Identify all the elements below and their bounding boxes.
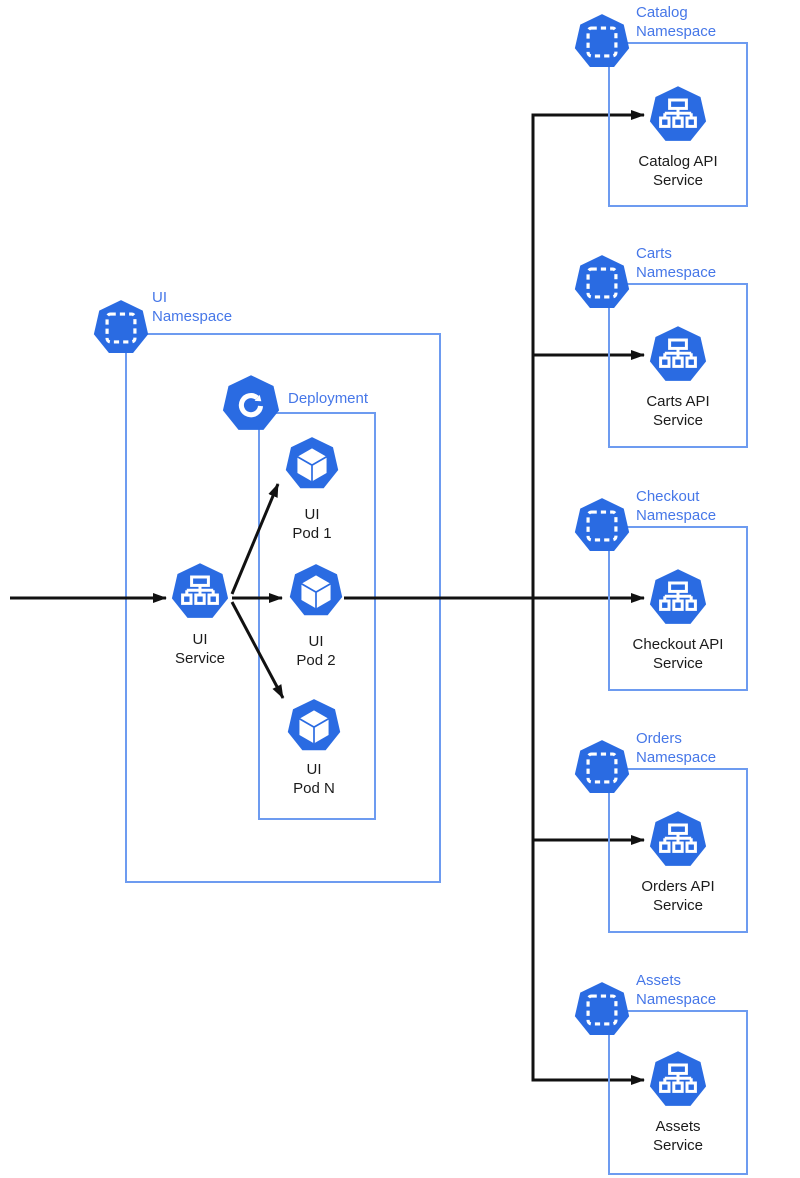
pod-icon	[288, 563, 344, 619]
namespace-box-orders	[608, 768, 748, 933]
ui-namespace-label: UI Namespace	[152, 289, 233, 325]
service-label-orders: Orders API Service	[641, 878, 715, 914]
service-label-carts: Carts API Service	[646, 393, 710, 429]
namespace-box-carts	[608, 283, 748, 448]
namespace-icon	[573, 981, 631, 1039]
service-icon	[170, 562, 230, 622]
namespace-label-catalog: Catalog Namespace	[636, 4, 717, 40]
namespace-icon	[92, 299, 150, 357]
namespace-box-catalog	[608, 42, 748, 207]
namespace-label-checkout: Checkout Namespace	[636, 488, 717, 524]
pod-label: UI Pod 2	[296, 633, 336, 669]
namespace-box-assets	[608, 1010, 748, 1175]
namespace-label-orders: Orders Namespace	[636, 730, 717, 766]
service-label-assets: Assets Service	[652, 1118, 704, 1154]
service-icon	[648, 325, 708, 385]
pod-icon	[284, 436, 340, 492]
service-icon	[648, 85, 708, 145]
service-label-catalog: Catalog API Service	[638, 153, 718, 189]
deployment-label: Deployment	[288, 390, 369, 407]
service-icon	[648, 810, 708, 870]
service-label-checkout: Checkout API Service	[632, 636, 724, 672]
namespace-icon	[573, 13, 631, 71]
pod-label: UI Pod N	[293, 761, 335, 797]
namespace-icon	[573, 497, 631, 555]
namespace-icon	[573, 254, 631, 312]
deployment-icon	[221, 374, 281, 434]
pod-label: UI Pod 1	[292, 506, 332, 542]
ui-service-label: UI Service	[174, 631, 226, 667]
namespace-box-checkout	[608, 526, 748, 691]
namespace-label-carts: Carts Namespace	[636, 245, 717, 281]
namespace-label-assets: Assets Namespace	[636, 972, 717, 1008]
namespace-icon	[573, 739, 631, 797]
service-icon	[648, 1050, 708, 1110]
ui-namespace-box	[125, 333, 441, 883]
service-icon	[648, 568, 708, 628]
pod-icon	[286, 698, 342, 754]
